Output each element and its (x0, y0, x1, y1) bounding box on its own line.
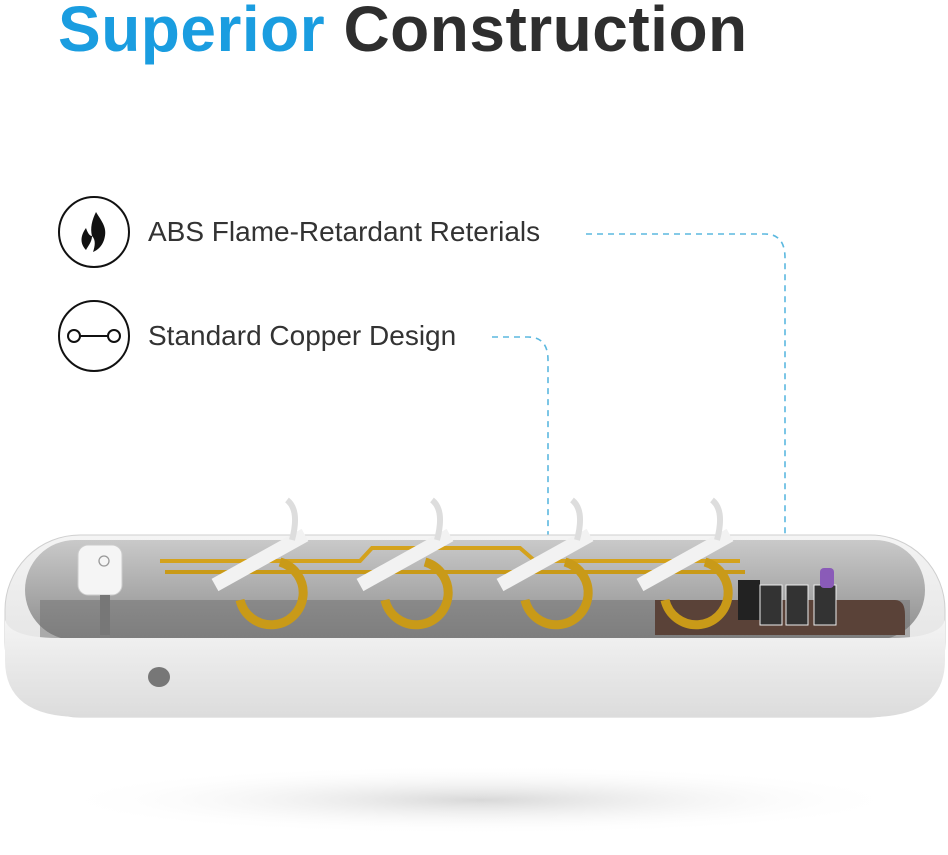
leader-line-abs (586, 233, 786, 540)
feature-label: ABS Flame-Retardant Reterials (148, 216, 541, 247)
power-button (77, 544, 123, 596)
feature-abs: ABS Flame-Retardant Reterials (58, 196, 540, 268)
flame-icon (58, 196, 130, 268)
page-title: Superior Construction (58, 0, 748, 66)
floor-shadow (50, 765, 910, 835)
title-highlight: Superior (58, 0, 326, 65)
indicator-hole (148, 667, 170, 687)
leader-line-copper (492, 336, 549, 565)
title-rest: Construction (343, 0, 748, 65)
power-icon (98, 555, 110, 567)
usb-ports (738, 568, 837, 626)
feature-label: Standard Copper Design (148, 320, 457, 351)
socket-contacts (211, 497, 734, 630)
feature-copper: Standard Copper Design (58, 300, 456, 372)
copper-connector-icon (58, 300, 130, 372)
